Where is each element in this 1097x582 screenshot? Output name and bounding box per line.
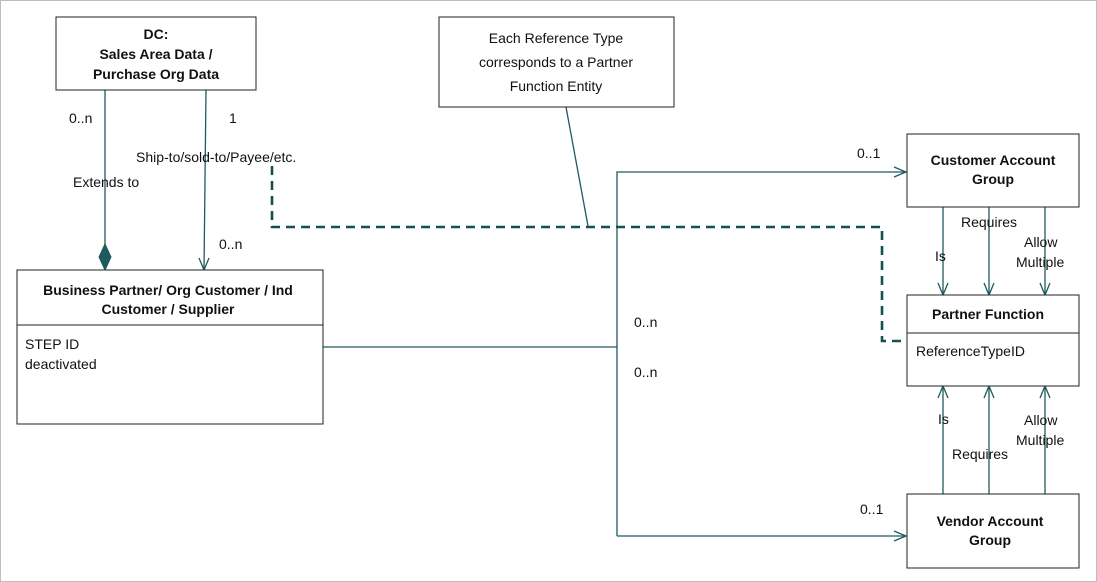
bp-title-line-2: Customer / Supplier bbox=[101, 301, 235, 317]
vag-line-1: Vendor Account bbox=[937, 513, 1044, 529]
bp-title-line-1: Business Partner/ Org Customer / Ind bbox=[43, 282, 293, 298]
cag-requires-label: Requires bbox=[961, 214, 1017, 230]
cag-multiple-label: Multiple bbox=[1016, 254, 1064, 270]
reference-type-note[interactable]: Each Reference Type corresponds to a Par… bbox=[438, 16, 675, 108]
note-line-1: Each Reference Type bbox=[489, 30, 624, 46]
dc-bp-association bbox=[203, 89, 207, 271]
vendor-account-group-box[interactable]: Vendor Account Group bbox=[906, 493, 1080, 569]
bp-attribute-step-id: STEP ID bbox=[25, 336, 79, 352]
pf-title: Partner Function bbox=[932, 306, 1044, 322]
multiplicity-0n-top: 0..n bbox=[634, 314, 657, 330]
multiplicity-0n-bp: 0..n bbox=[219, 236, 242, 252]
vag-is-label: Is bbox=[938, 411, 949, 427]
multiplicity-01-vag: 0..1 bbox=[860, 501, 884, 517]
cag-line-1: Customer Account bbox=[931, 152, 1056, 168]
vag-arrowhead bbox=[893, 530, 908, 542]
cag-arrowhead bbox=[893, 166, 908, 178]
vag-allow-label: Allow bbox=[1024, 412, 1058, 428]
vag-multiple-label: Multiple bbox=[1016, 432, 1064, 448]
vag-line-2: Group bbox=[969, 532, 1011, 548]
composition-diamond bbox=[98, 242, 112, 272]
ship-to-label: Ship-to/sold-to/Payee/etc. bbox=[136, 149, 296, 165]
vag-requires-label: Requires bbox=[952, 446, 1008, 462]
dc-sales-area-box[interactable]: DC: Sales Area Data / Purchase Org Data bbox=[55, 16, 257, 91]
note-line-2: corresponds to a Partner bbox=[479, 54, 633, 70]
pf-attribute-reference-type-id: ReferenceTypeID bbox=[916, 343, 1025, 359]
dc-box-line-2: Sales Area Data / bbox=[99, 46, 212, 62]
multiplicity-0n-bottom: 0..n bbox=[634, 364, 657, 380]
junction-to-cag-line bbox=[616, 171, 906, 536]
bp-attribute-deactivated: deactivated bbox=[25, 356, 97, 372]
note-line-3: Function Entity bbox=[510, 78, 603, 94]
multiplicity-01-cag: 0..1 bbox=[857, 145, 881, 161]
cag-line-2: Group bbox=[972, 171, 1014, 187]
cag-allow-label: Allow bbox=[1024, 234, 1058, 250]
partner-function-box[interactable]: Partner Function ReferenceTypeID bbox=[906, 294, 1080, 387]
multiplicity-0n-dc: 0..n bbox=[69, 110, 92, 126]
reference-dashed-path bbox=[270, 166, 907, 343]
business-partner-box[interactable]: Business Partner/ Org Customer / Ind Cus… bbox=[16, 269, 324, 425]
multiplicity-1-dc: 1 bbox=[229, 110, 237, 126]
cag-is-label: Is bbox=[935, 248, 946, 264]
customer-account-group-box[interactable]: Customer Account Group bbox=[906, 133, 1080, 208]
note-anchor-line bbox=[565, 106, 589, 227]
dc-box-line-3: Purchase Org Data bbox=[93, 66, 219, 82]
extends-to-label: Extends to bbox=[73, 174, 139, 190]
dc-box-line-1: DC: bbox=[144, 26, 169, 42]
